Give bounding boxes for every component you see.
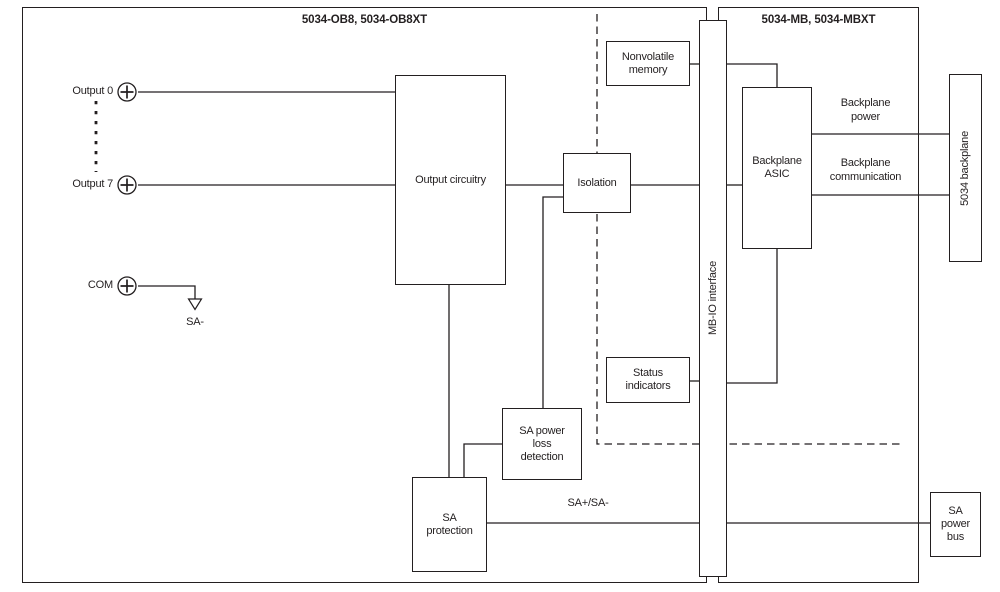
backplane-communication-wire-label: Backplane communication <box>829 157 902 183</box>
terminal-icons <box>117 82 137 296</box>
status-indicators-label: Status indicators <box>625 367 671 392</box>
backplane-power-wire-label: Backplane power <box>840 97 891 123</box>
output-circuitry-block: Output circuitry <box>395 75 506 285</box>
terminal-label-output0: Output 0 <box>72 85 113 97</box>
backplane-asic-block: Backplane ASIC <box>742 87 812 249</box>
wire-com-to-sa-minus <box>138 285 196 299</box>
wire-isolation-to-sa-loss <box>542 196 564 409</box>
wire-mbio-to-asic-top <box>727 63 778 88</box>
sa-protection-block: SA protection <box>412 477 487 572</box>
sa-power-loss-detection-block: SA power loss detection <box>502 408 582 480</box>
mb-io-interface-block: MB-IO interface <box>699 20 727 577</box>
sa-power-bus-block: SA power bus <box>930 492 981 557</box>
sa-power-bus-label: SA power bus <box>941 505 970 543</box>
left-module-title: 5034-OB8, 5034-OB8XT <box>301 14 428 26</box>
com-terminal-icon <box>117 276 137 296</box>
output-circuitry-label: Output circuitry <box>415 173 486 186</box>
mb-io-interface-label: MB-IO interface <box>706 261 719 336</box>
terminal-label-output7: Output 7 <box>72 178 113 190</box>
wire-asic-bottom-to-mbio <box>727 249 778 384</box>
backplane-asic-label: Backplane ASIC <box>752 155 802 180</box>
output7-terminal-icon <box>117 175 137 195</box>
sa-bus-wire-label: SA+/SA- <box>567 497 609 509</box>
sa-protection-label: SA protection <box>426 511 473 537</box>
sa-minus-arrow-icon <box>187 298 203 311</box>
backplane-5034-block: 5034 backplane <box>949 74 982 262</box>
nonvolatile-memory-block: Nonvolatile memory <box>606 41 690 86</box>
isolation-block: Isolation <box>563 153 631 213</box>
sa-power-loss-detection-label: SA power loss detection <box>519 424 565 463</box>
status-indicators-block: Status indicators <box>606 357 690 403</box>
wire-sa-loss-to-sa-protection <box>463 443 502 478</box>
backplane-5034-label: 5034 backplane <box>959 130 971 206</box>
sa-minus-label: SA- <box>186 316 204 328</box>
terminal-label-com: COM <box>87 279 113 291</box>
isolation-label: Isolation <box>577 176 617 189</box>
right-module-title: 5034-MB, 5034-MBXT <box>761 14 876 26</box>
output0-terminal-icon <box>117 82 137 102</box>
nonvolatile-memory-label: Nonvolatile memory <box>621 50 675 76</box>
